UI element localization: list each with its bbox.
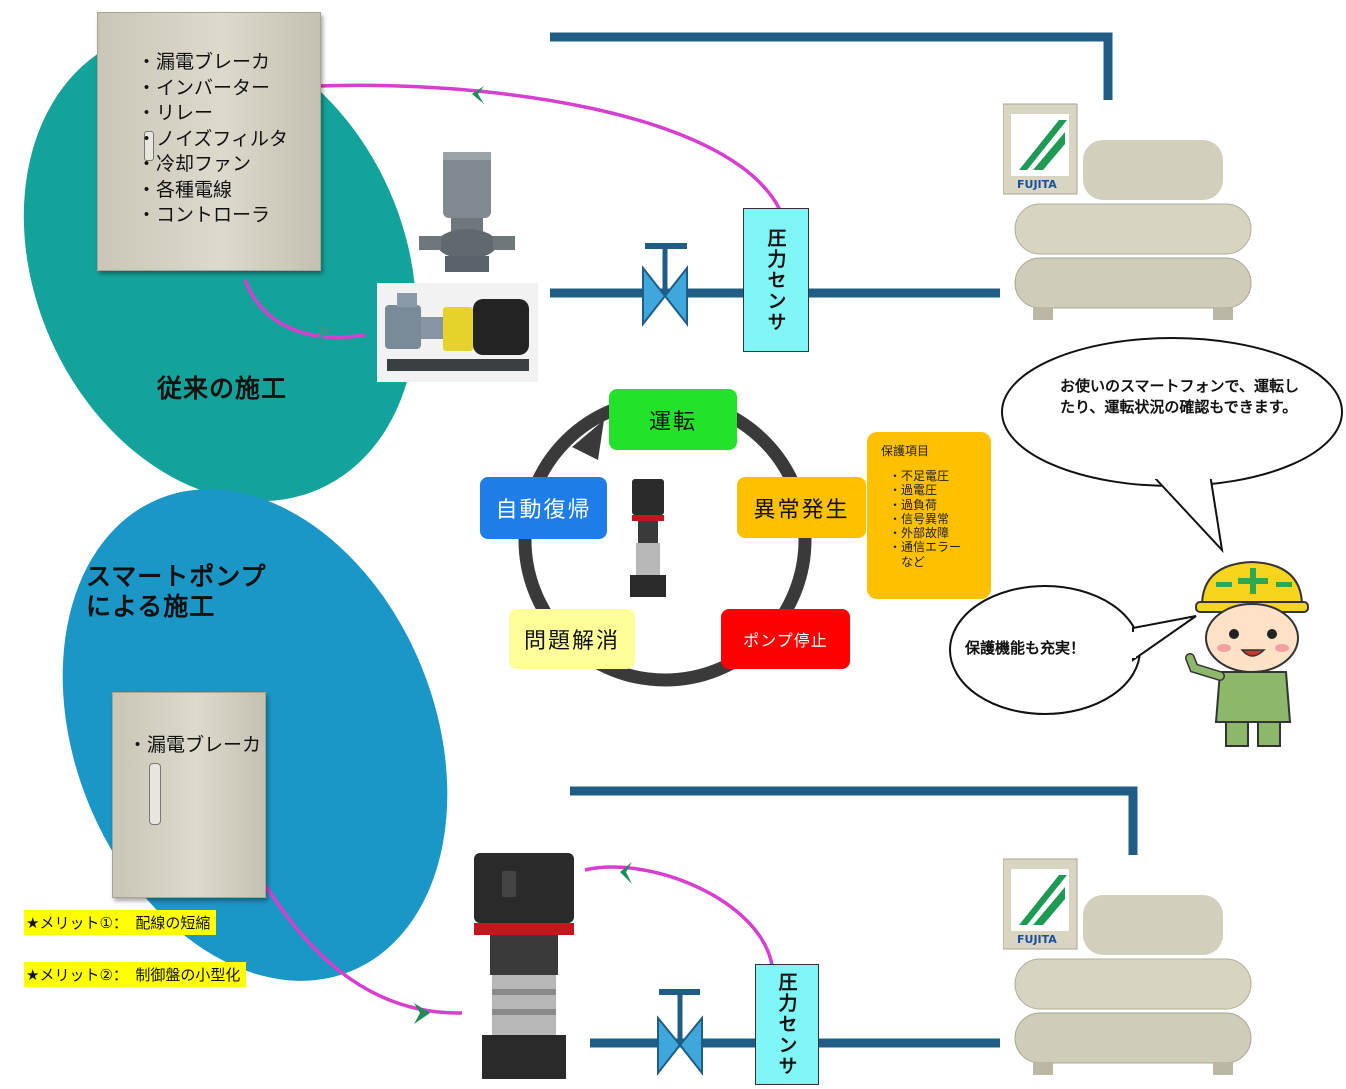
cycle-arrow-icon xyxy=(572,420,604,460)
protection-item: ・過電圧 xyxy=(889,483,938,498)
chiller-brand-text: FUJITA xyxy=(1017,933,1057,946)
worker-character-icon xyxy=(1185,560,1309,747)
protection-title: 保護項目 xyxy=(881,444,930,458)
protection-item: ・通信エラー xyxy=(889,540,962,555)
protection-item: ・不足電圧 xyxy=(889,469,950,483)
protection-item: ・過負荷 xyxy=(889,497,938,512)
conventional-label: 従来の施工 xyxy=(157,374,288,403)
top-chiller-image: FUJITA xyxy=(1002,100,1263,322)
smartphone-bubble-text: お使いのスマートフォンで、運転したり、運転状況の確認もできます。 xyxy=(1060,377,1299,416)
top-pressure-sensor: 圧力センサ xyxy=(743,208,809,352)
top-pump-arrow-icon xyxy=(316,323,330,341)
smart-label-line2: による施工 xyxy=(86,592,216,621)
panel-item: ・漏電ブレーカ xyxy=(137,51,271,73)
top-signal-line xyxy=(317,83,782,211)
smart-pump-image xyxy=(462,845,586,1085)
cycle-abnormal: 異常発生 xyxy=(737,477,866,538)
panel-item: ・ノイズフィルタ xyxy=(137,127,289,150)
panel-item: ・コントローラ xyxy=(137,204,271,226)
merit-2: ★メリット②： 制御盤の小型化 xyxy=(24,962,247,987)
bottom-pressure-sensor: 圧力センサ xyxy=(755,964,819,1085)
smart-label-line1: スマートポンプ xyxy=(86,562,267,591)
cycle-auto-recover: 自動復帰 xyxy=(480,477,607,539)
protection-speech-bubble xyxy=(949,585,1197,715)
top-valve-icon xyxy=(642,243,688,327)
panel-item: ・各種電線 xyxy=(137,178,233,201)
panel-item: ・漏電ブレーカ xyxy=(128,734,262,756)
protection-items-box: 保護項目 ・不足電圧 ・過電圧 ・過負荷 ・信号異常 ・外部故障 ・通信エラー … xyxy=(867,432,991,599)
inline-pump-image xyxy=(419,152,515,272)
top-return-pipe xyxy=(550,32,1113,100)
protection-item: ・外部故障 xyxy=(889,526,950,541)
bottom-return-pipe xyxy=(570,786,1138,855)
bottom-signal-arrow-icon xyxy=(620,862,632,884)
protection-item: ・信号異常 xyxy=(889,511,950,526)
chiller-brand-text: FUJITA xyxy=(1017,178,1057,191)
panel-item: ・リレー xyxy=(137,102,214,124)
bottom-pump-arrow-icon xyxy=(414,1003,430,1024)
merit-1: ★メリット①： 配線の短縮 xyxy=(24,910,217,935)
top-panel-to-pump-line xyxy=(243,279,366,339)
bottom-signal-line xyxy=(584,865,774,966)
conventional-control-panel xyxy=(97,12,321,271)
panel-item: ・冷却ファン xyxy=(137,153,252,175)
protection-item: など xyxy=(889,554,926,569)
smart-panel-items: ・漏電ブレーカ xyxy=(128,733,261,759)
cycle-pump-stop: ポンプ停止 xyxy=(721,609,850,669)
bottom-chiller-image: FUJITA xyxy=(1002,855,1263,1080)
cycle-resolved: 問題解消 xyxy=(509,609,635,669)
protection-bubble-text: 保護機能も充実！ xyxy=(965,639,1086,657)
center-smart-pump-image xyxy=(630,479,666,597)
panel-handle-icon xyxy=(149,763,161,825)
panel-item: ・インバーター xyxy=(137,76,271,99)
conventional-panel-items: ・漏電ブレーカ ・インバーター ・リレー ・ノイズフィルタ ・冷却ファン ・各種… xyxy=(137,50,288,229)
horizontal-pump-image xyxy=(377,283,538,382)
cycle-run: 運転 xyxy=(609,389,737,450)
smart-label: スマートポンプ による施工 xyxy=(86,562,267,622)
top-signal-arrow-icon xyxy=(472,86,484,104)
panel-handle-icon xyxy=(144,131,154,161)
smartphone-speech-bubble xyxy=(1001,337,1343,554)
smart-control-panel xyxy=(112,692,266,898)
bottom-valve-icon xyxy=(657,989,703,1076)
